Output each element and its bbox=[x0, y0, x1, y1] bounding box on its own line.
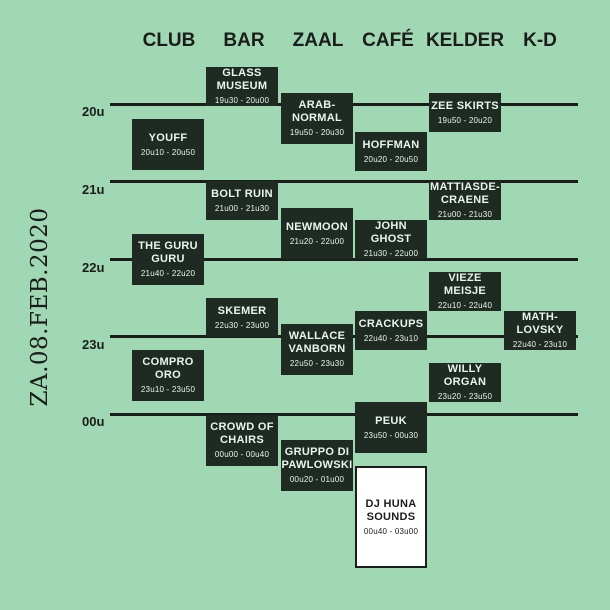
act-block[interactable]: SKEMER 22u30 - 23u00 bbox=[206, 298, 278, 337]
act-block[interactable]: GLASS MUSEUM 19u30 - 20u00 bbox=[206, 67, 278, 106]
act-name: MATTIASDE- CRAENE bbox=[429, 181, 500, 206]
act-block[interactable]: WALLACE VANBORN 22u50 - 23u30 bbox=[281, 324, 353, 375]
act-name: ZEE SKIRTS bbox=[431, 99, 499, 112]
act-block[interactable]: DJ HUNA SOUNDS 00u40 - 03u00 bbox=[355, 466, 427, 568]
act-block[interactable]: CRACKUPS 22u40 - 23u10 bbox=[355, 311, 427, 350]
act-time: 20u20 - 20u50 bbox=[363, 154, 419, 164]
act-block[interactable]: VIEZE MEISJE 22u10 - 22u40 bbox=[429, 272, 501, 311]
hour-label-00u: 00u bbox=[82, 414, 105, 429]
act-name: BOLT RUIN bbox=[211, 187, 273, 200]
act-name: GLASS MUSEUM bbox=[216, 67, 268, 92]
hour-line-00u bbox=[110, 413, 578, 416]
act-time: 22u10 - 22u40 bbox=[437, 301, 493, 310]
act-name: DJ HUNA SOUNDS bbox=[365, 497, 417, 523]
act-block[interactable]: CROWD OF CHAIRS 00u00 - 00u40 bbox=[206, 415, 278, 466]
act-name: THE GURU GURU bbox=[138, 240, 198, 265]
column-header-bar: BAR bbox=[223, 30, 265, 51]
column-header-club: CLUB bbox=[142, 30, 196, 51]
act-name: CROWD OF CHAIRS bbox=[210, 421, 274, 446]
act-name: MATH- LOVSKY bbox=[516, 311, 564, 336]
hour-line-21u bbox=[110, 180, 578, 183]
act-name: PEUK bbox=[375, 414, 407, 427]
act-block[interactable]: WILLY ORGAN 23u20 - 23u50 bbox=[429, 363, 501, 402]
act-name: JOHN GHOST bbox=[370, 220, 412, 245]
hour-label-23u: 23u bbox=[82, 337, 105, 352]
act-name: COMPRO ORO bbox=[142, 356, 194, 381]
act-time: 22u40 - 23u10 bbox=[363, 333, 419, 343]
act-time: 21u30 - 22u00 bbox=[363, 249, 419, 258]
act-block[interactable]: ARAB- NORMAL 19u50 - 20u30 bbox=[281, 93, 353, 144]
column-header-zaal: ZAAL bbox=[292, 30, 344, 51]
act-name: HOFFMAN bbox=[362, 138, 420, 151]
act-block[interactable]: MATH- LOVSKY 22u40 - 23u10 bbox=[504, 311, 576, 350]
act-name: WILLY ORGAN bbox=[443, 363, 487, 388]
act-time: 23u20 - 23u50 bbox=[437, 392, 493, 401]
act-time: 00u20 - 01u00 bbox=[289, 475, 345, 484]
act-name: VIEZE MEISJE bbox=[443, 272, 487, 297]
act-block[interactable]: GRUPPO DI PAWLOWSKI 00u20 - 01u00 bbox=[281, 440, 353, 491]
act-name: SKEMER bbox=[217, 304, 267, 317]
act-time: 21u00 - 21u30 bbox=[214, 203, 270, 213]
act-time: 21u00 - 21u30 bbox=[437, 210, 493, 219]
act-time: 00u00 - 00u40 bbox=[214, 450, 270, 459]
act-block[interactable]: YOUFF 20u10 - 20u50 bbox=[132, 119, 204, 170]
act-block[interactable]: BOLT RUIN 21u00 - 21u30 bbox=[206, 181, 278, 220]
event-date-text: ZA.08.FEB.2020 bbox=[27, 207, 53, 407]
act-time: 19u50 - 20u20 bbox=[437, 115, 493, 125]
act-time: 22u40 - 23u10 bbox=[512, 340, 568, 349]
act-time: 19u30 - 20u00 bbox=[214, 96, 270, 105]
act-name: WALLACE VANBORN bbox=[288, 330, 346, 355]
hour-line-22u bbox=[110, 258, 578, 261]
act-time: 00u40 - 03u00 bbox=[363, 526, 419, 536]
act-block[interactable]: THE GURU GURU 21u40 - 22u20 bbox=[132, 234, 204, 285]
column-header-cafe: CAFÉ bbox=[362, 30, 414, 51]
act-name: NEWMOON bbox=[286, 220, 348, 233]
act-block[interactable]: JOHN GHOST 21u30 - 22u00 bbox=[355, 220, 427, 259]
hour-label-20u: 20u bbox=[82, 104, 105, 119]
column-header-kelder: KELDER bbox=[425, 30, 505, 51]
act-block[interactable]: PEUK 23u50 - 00u30 bbox=[355, 402, 427, 453]
act-name: GRUPPO DI PAWLOWSKI bbox=[281, 446, 353, 471]
act-time: 21u20 - 22u00 bbox=[289, 236, 345, 246]
column-header-k-d: K-D bbox=[523, 30, 557, 51]
act-time: 21u40 - 22u20 bbox=[140, 269, 196, 278]
act-block[interactable]: COMPRO ORO 23u10 - 23u50 bbox=[132, 350, 204, 401]
act-time: 23u10 - 23u50 bbox=[140, 385, 196, 394]
act-name: CRACKUPS bbox=[358, 317, 424, 330]
act-time: 22u50 - 23u30 bbox=[289, 359, 345, 368]
act-time: 22u30 - 23u00 bbox=[214, 320, 270, 330]
act-time: 23u50 - 00u30 bbox=[363, 430, 419, 440]
act-time: 20u10 - 20u50 bbox=[140, 147, 196, 157]
act-block[interactable]: MATTIASDE- CRAENE 21u00 - 21u30 bbox=[429, 181, 501, 220]
act-name: ARAB- NORMAL bbox=[291, 99, 343, 124]
act-time: 19u50 - 20u30 bbox=[289, 128, 345, 137]
act-block[interactable]: ZEE SKIRTS 19u50 - 20u20 bbox=[429, 93, 501, 132]
hour-label-22u: 22u bbox=[82, 260, 105, 275]
hour-label-21u: 21u bbox=[82, 182, 105, 197]
act-name: YOUFF bbox=[148, 131, 188, 144]
act-block[interactable]: NEWMOON 21u20 - 22u00 bbox=[281, 208, 353, 259]
act-block[interactable]: HOFFMAN 20u20 - 20u50 bbox=[355, 132, 427, 171]
